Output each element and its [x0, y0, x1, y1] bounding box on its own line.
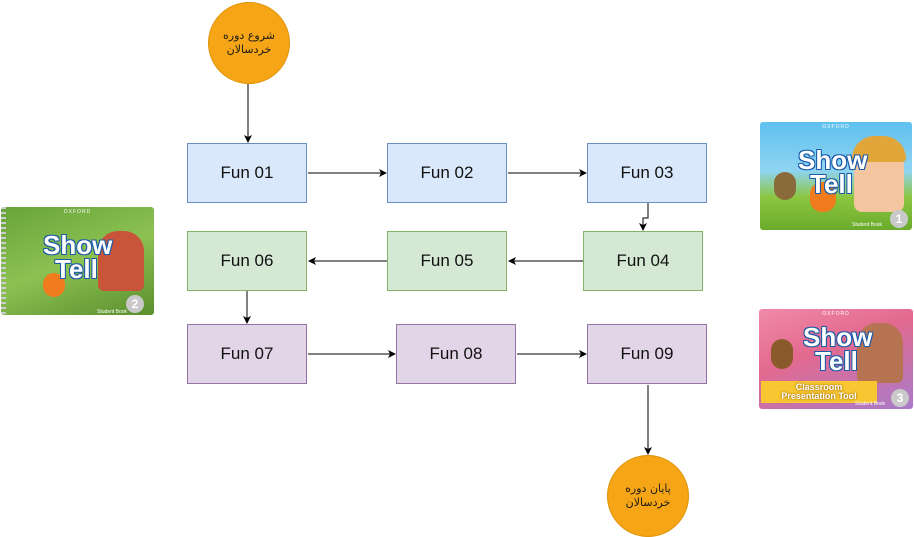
student-book-caption: Student Book [852, 222, 883, 228]
node-fun08[interactable]: Fun 08 [396, 324, 516, 384]
end-label: پایان دوره خردسالان [625, 482, 671, 509]
title-and: and [57, 259, 69, 266]
publisher-logo: OXFORD [63, 209, 92, 215]
start-label: شروع دوره خردسالان [223, 29, 275, 56]
end-circle: پایان دوره خردسالان [607, 455, 689, 537]
title-show: Show [803, 322, 873, 352]
spiral-binding [1, 207, 6, 315]
hedgehog-illustration [774, 172, 796, 200]
node-fun04[interactable]: Fun 04 [583, 231, 703, 291]
publisher-logo: OXFORD [822, 311, 850, 317]
title-tell: Tell [815, 346, 858, 376]
node-fun01[interactable]: Fun 01 [187, 143, 307, 203]
student-book-caption: Student Book [855, 401, 886, 407]
node-label: Fun 05 [420, 251, 474, 270]
node-fun09[interactable]: Fun 09 [587, 324, 707, 384]
level-badge: 2 [126, 295, 144, 313]
book-cover-3: OXFORD Show and Tell Classroom Presentat… [759, 309, 913, 409]
node-label: Fun 08 [429, 344, 483, 363]
node-label: Fun 02 [420, 163, 474, 182]
title-tell: Tell [810, 169, 853, 199]
node-label: Fun 01 [220, 163, 274, 182]
fox-illustration [43, 273, 65, 297]
owl-illustration [771, 339, 793, 369]
node-fun06[interactable]: Fun 06 [187, 231, 307, 291]
child-hair [852, 136, 906, 162]
node-label: Fun 04 [616, 251, 670, 270]
node-fun05[interactable]: Fun 05 [387, 231, 507, 291]
title-show: Show [798, 145, 868, 175]
node-label: Fun 09 [620, 344, 674, 363]
node-label: Fun 07 [220, 344, 274, 363]
book-cover-2: OXFORD Show and Tell Student Book 2 [1, 207, 154, 315]
edge-fun03-fun04 [639, 203, 649, 231]
student-book-caption: Student Book [97, 309, 128, 315]
title-and: and [817, 351, 829, 358]
node-fun03[interactable]: Fun 03 [587, 143, 707, 203]
fox-illustration [810, 182, 836, 212]
level-badge: 3 [891, 389, 909, 407]
book-cover-1: OXFORD Show and Tell Student Book 1 [760, 122, 912, 230]
title-and: and [814, 174, 826, 181]
node-fun02[interactable]: Fun 02 [387, 143, 507, 203]
level-badge: 1 [890, 210, 908, 228]
node-label: Fun 03 [620, 163, 674, 182]
publisher-logo: OXFORD [822, 124, 850, 130]
presentation-tool-banner: Classroom Presentation Tool [761, 381, 877, 403]
child-illustration [857, 323, 903, 383]
start-circle: شروع دوره خردسالان [208, 2, 290, 84]
title-show: Show [43, 230, 113, 260]
title-tell: Tell [55, 254, 98, 284]
node-fun07[interactable]: Fun 07 [187, 324, 307, 384]
node-label: Fun 06 [220, 251, 274, 270]
children-illustration [98, 231, 144, 291]
